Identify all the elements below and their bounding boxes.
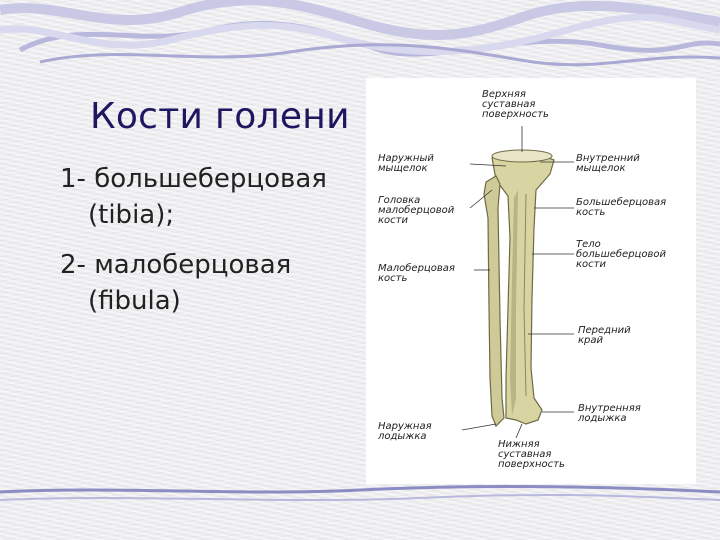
label-medial-condyle: Внутренний мыщелок	[576, 154, 640, 174]
list-item-tibia-label: 1- большеберцовая	[60, 162, 327, 196]
label-lateral-condyle: Наружный мыщелок	[378, 154, 434, 174]
label-lower-articular-surface: Нижняя суставная поверхность	[498, 440, 565, 470]
decorative-rule-bottom	[0, 478, 720, 518]
label-tibia-body: Тело большеберцовой кости	[576, 240, 666, 270]
label-tibia: Большеберцовая кость	[576, 198, 666, 218]
leg-bones-figure: Верхняя суставная поверхность Наружный м…	[366, 78, 696, 484]
label-medial-malleolus: Внутренняя лодыжка	[578, 404, 641, 424]
list-item-fibula-latin: (fibula)	[88, 284, 181, 318]
list-item-fibula-label: 2- малоберцовая	[60, 248, 291, 282]
label-lateral-malleolus: Наружная лодыжка	[378, 422, 432, 442]
label-upper-articular-surface: Верхняя суставная поверхность	[482, 90, 549, 120]
list-item-tibia-latin: (tibia);	[88, 198, 174, 232]
decorative-swoosh-top	[0, 0, 720, 70]
label-fibula-head: Головка малоберцовой кости	[378, 196, 454, 226]
slide-title: Кости голени	[90, 96, 350, 137]
label-fibula: Малоберцовая кость	[378, 264, 455, 284]
label-anterior-border: Передний край	[578, 326, 631, 346]
fibula-shape	[484, 176, 504, 426]
